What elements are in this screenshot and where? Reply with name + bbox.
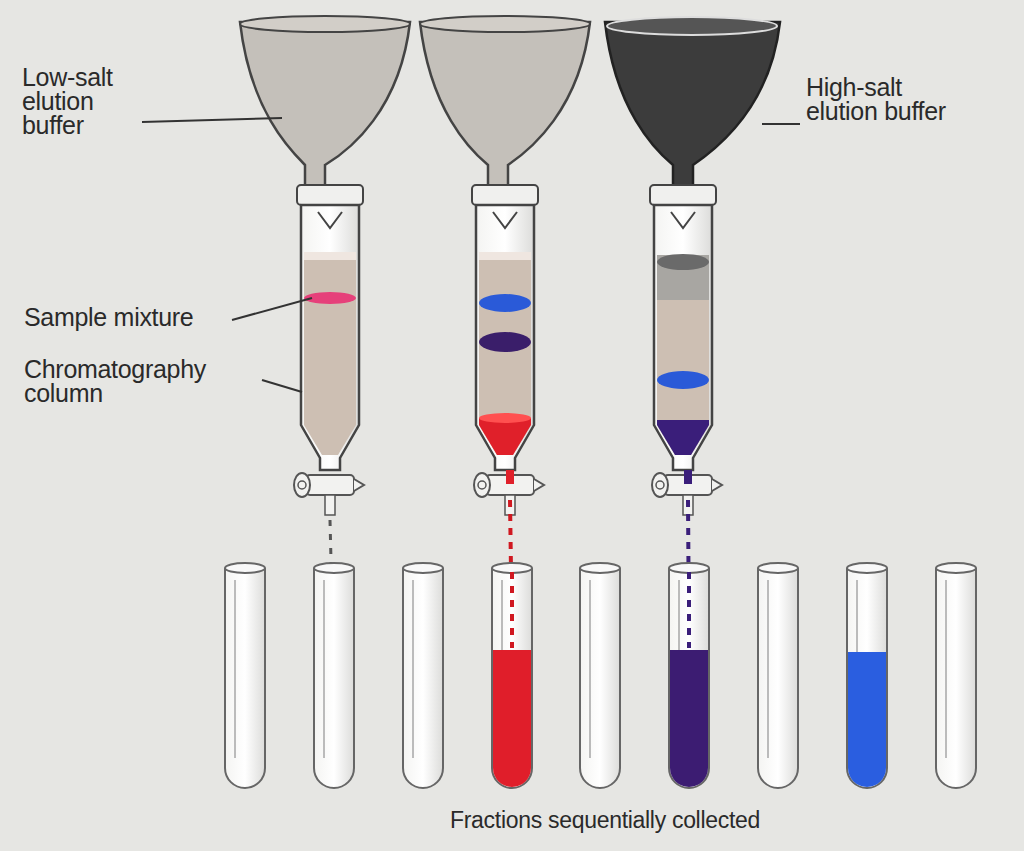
buffer-label: High-salt elution buffer — [806, 76, 946, 124]
funnel — [605, 17, 780, 190]
caption: Fractions sequentially collected — [446, 810, 764, 832]
leader-lines — [142, 118, 800, 392]
funnel — [420, 16, 590, 190]
test-tubes — [225, 563, 976, 788]
part-label: Chromatography column — [24, 358, 264, 406]
funnel — [240, 16, 410, 190]
part-label: Sample mixture — [24, 306, 193, 330]
buffer-label: Low-salt elution buffer — [22, 66, 157, 137]
